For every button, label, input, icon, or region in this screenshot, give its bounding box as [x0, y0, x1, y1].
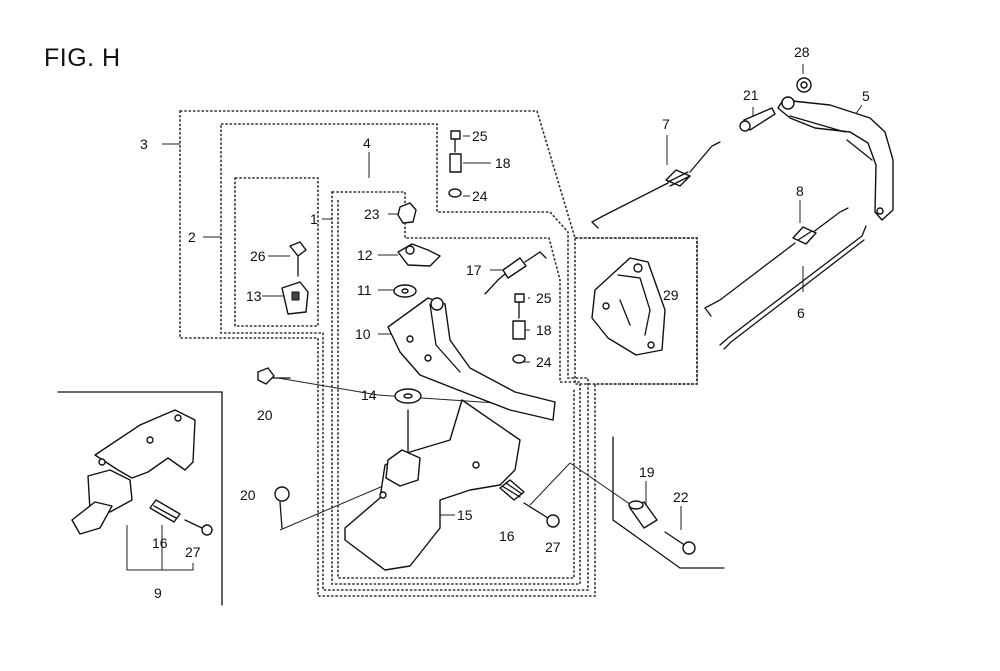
callout-2: 2	[188, 229, 196, 245]
callout-26: 26	[250, 248, 266, 264]
callout-27-main: 27	[545, 539, 561, 555]
screw-25-lower	[514, 293, 525, 319]
collar-19	[628, 500, 658, 529]
washer-14	[394, 388, 422, 404]
pin-21	[739, 107, 776, 132]
bolt-22	[664, 531, 696, 555]
callout-20-lower: 20	[240, 487, 256, 503]
callout-15: 15	[457, 507, 473, 523]
callouts: 3 2 4 1 25 18 24 23 26 12 17 11 13 25 10…	[140, 44, 870, 601]
group-box-1-inner	[337, 200, 575, 579]
group-box-3	[179, 110, 698, 597]
washer-11	[393, 284, 417, 298]
lever-12	[397, 243, 441, 267]
spring-rod-7	[590, 141, 721, 229]
callout-10: 10	[355, 326, 371, 342]
sub-assembly-9	[71, 409, 196, 535]
spring-16-inset	[149, 499, 181, 523]
callout-6: 6	[797, 305, 805, 321]
screw-25-upper	[450, 130, 461, 153]
callout-8: 8	[796, 183, 804, 199]
callout-7: 7	[662, 116, 670, 132]
group-box-2	[220, 123, 589, 591]
screw-26	[289, 241, 307, 277]
spring-16-main	[499, 479, 525, 501]
callout-14: 14	[361, 387, 377, 403]
nut-28	[796, 77, 812, 93]
callout-4: 4	[363, 135, 371, 151]
callout-24-lower: 24	[536, 354, 552, 370]
rod-6	[719, 225, 867, 350]
inset-box-9	[57, 391, 223, 606]
screw-27-inset	[184, 519, 213, 536]
leader-lines	[126, 64, 863, 571]
callout-24-upper: 24	[472, 188, 488, 204]
callout-23: 23	[364, 206, 380, 222]
callout-18-lower: 18	[536, 322, 552, 338]
callout-28: 28	[794, 44, 810, 60]
control-lever-5	[777, 96, 894, 221]
bolt-20-lower	[274, 486, 290, 529]
callout-19: 19	[639, 464, 655, 480]
clip-13	[281, 281, 309, 315]
base-plate-15	[344, 399, 521, 571]
group-box-4	[234, 177, 319, 327]
callout-17: 17	[466, 262, 482, 278]
collar-18-lower	[512, 320, 526, 340]
callout-25-upper: 25	[472, 128, 488, 144]
figure-title: FIG. H	[44, 44, 121, 72]
arm-plate-10	[387, 297, 556, 421]
nut-23	[397, 202, 417, 224]
callout-25-lower: 25	[536, 290, 552, 306]
collar-18-upper	[449, 153, 462, 173]
group-box-29	[574, 237, 698, 385]
callout-1: 1	[310, 211, 318, 227]
washer-24-upper	[448, 188, 462, 198]
callout-16-main: 16	[499, 528, 515, 544]
callout-12: 12	[357, 247, 373, 263]
callout-9: 9	[154, 585, 162, 601]
bolt-20-upper	[257, 367, 291, 385]
callout-16-inset: 16	[152, 535, 168, 551]
callout-20-upper: 20	[257, 407, 273, 423]
callout-22: 22	[673, 489, 689, 505]
callout-13: 13	[246, 288, 262, 304]
bracket-29	[591, 257, 666, 356]
callout-5: 5	[862, 88, 870, 104]
washer-24-lower	[512, 354, 526, 364]
screw-27-main	[523, 502, 560, 528]
spring-17	[484, 251, 547, 295]
callout-27-inset: 27	[185, 544, 201, 560]
callout-3: 3	[140, 136, 148, 152]
callout-11: 11	[357, 282, 372, 298]
inset-box-19-22	[612, 436, 725, 569]
callout-21: 21	[743, 87, 759, 103]
callout-29: 29	[663, 287, 679, 303]
spring-rod-8	[704, 207, 849, 317]
callout-18-upper: 18	[495, 155, 511, 171]
